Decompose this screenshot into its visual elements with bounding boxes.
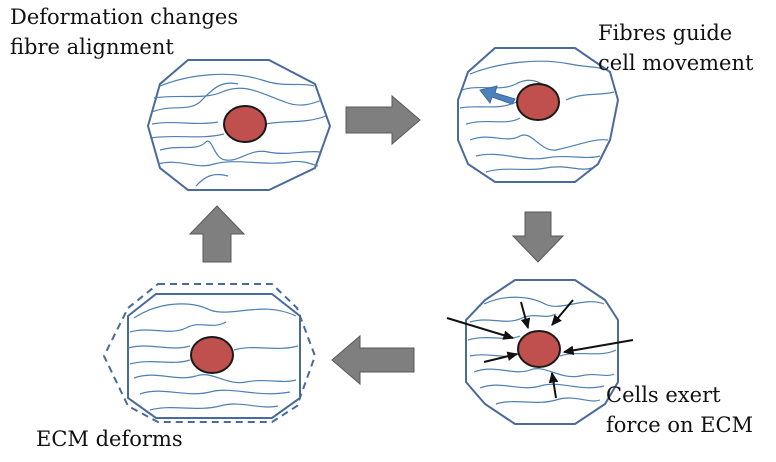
fibres bbox=[127, 303, 299, 411]
cell bbox=[517, 330, 561, 368]
ecm-original-outline bbox=[127, 293, 301, 419]
arrow-left bbox=[331, 334, 415, 386]
label-deformation-changes-alignment: Deformation changes fibre alignment bbox=[10, 2, 238, 62]
force-arrow bbox=[446, 317, 515, 340]
cell bbox=[516, 83, 560, 121]
force-arrow bbox=[562, 339, 634, 356]
label-cells-exert-force: Cells exert force on ECM bbox=[606, 380, 753, 440]
ecm-outline bbox=[465, 279, 619, 425]
ecm-panel-deformed bbox=[102, 283, 317, 423]
force-arrow bbox=[520, 301, 531, 330]
ecm-panel-deformation bbox=[146, 59, 332, 191]
arrow-right bbox=[345, 94, 421, 146]
cell-migration-arrow bbox=[479, 85, 516, 105]
ecm-panel-migration bbox=[457, 47, 620, 183]
traction-force-arrows bbox=[446, 299, 634, 399]
label-fibres-guide-movement: Fibres guide cell movement bbox=[598, 18, 753, 78]
ecm-deformed-outline bbox=[102, 283, 317, 423]
label-ecm-deforms: ECM deforms bbox=[36, 424, 183, 454]
cycle-arrows bbox=[188, 94, 565, 386]
label-line: Cells exert bbox=[606, 383, 721, 407]
force-arrow bbox=[551, 299, 574, 326]
arrow-down bbox=[511, 211, 565, 263]
arrow-up bbox=[188, 205, 246, 263]
fibres bbox=[149, 73, 327, 187]
label-line: Fibres guide bbox=[598, 21, 733, 45]
cell bbox=[223, 105, 267, 143]
label-line: Deformation changes bbox=[10, 5, 239, 29]
label-line: cell movement bbox=[598, 51, 754, 75]
label-line: ECM deforms bbox=[36, 427, 183, 451]
cell bbox=[190, 336, 234, 374]
force-arrow bbox=[548, 371, 559, 399]
ecm-panel-force bbox=[446, 279, 634, 425]
force-arrow bbox=[483, 351, 519, 363]
fibres bbox=[459, 60, 615, 173]
label-line: fibre alignment bbox=[10, 35, 174, 59]
label-line: force on ECM bbox=[606, 413, 754, 437]
